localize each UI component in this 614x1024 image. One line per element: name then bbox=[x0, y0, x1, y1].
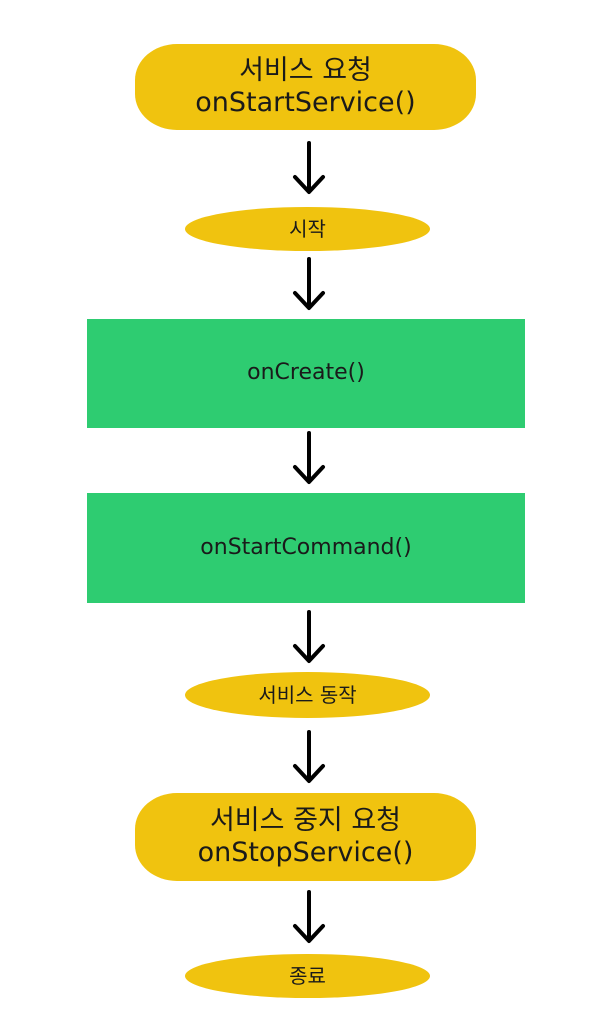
arrow-down-icon bbox=[293, 141, 325, 194]
on-create-box: onCreate() bbox=[87, 319, 525, 428]
on-start-command-box: onStartCommand() bbox=[87, 493, 525, 603]
stop-request-method: onStopService() bbox=[197, 837, 414, 868]
service-request-node: 서비스 요청 onStartService() bbox=[135, 44, 476, 130]
arrow-down-icon bbox=[293, 890, 325, 943]
arrow-down-icon bbox=[293, 730, 325, 783]
end-label: 종료 bbox=[289, 964, 326, 988]
start-node: 시작 bbox=[185, 207, 430, 251]
on-start-command-label: onStartCommand() bbox=[200, 534, 412, 560]
service-request-label: 서비스 요청 bbox=[239, 54, 372, 86]
stop-request-node: 서비스 중지 요청 onStopService() bbox=[135, 793, 476, 881]
stop-request-label: 서비스 중지 요청 bbox=[209, 804, 402, 836]
arrow-down-icon bbox=[293, 431, 325, 484]
service-request-method: onStartService() bbox=[195, 87, 416, 118]
on-create-label: onCreate() bbox=[247, 360, 365, 386]
service-running-label: 서비스 동작 bbox=[258, 683, 357, 707]
end-node: 종료 bbox=[185, 954, 430, 998]
service-running-node: 서비스 동작 bbox=[185, 672, 430, 718]
arrow-down-icon bbox=[293, 257, 325, 310]
start-label: 시작 bbox=[289, 217, 326, 241]
arrow-down-icon bbox=[293, 610, 325, 663]
